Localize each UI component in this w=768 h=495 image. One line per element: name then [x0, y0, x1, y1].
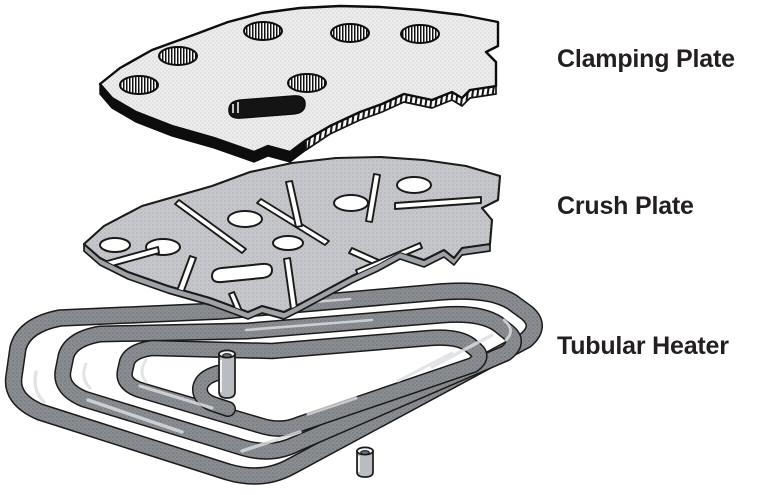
crush-slit: [174, 199, 247, 254]
heater-loop-middle: [54, 305, 522, 460]
terminal-lower-body: [356, 450, 374, 478]
crush-slit: [394, 196, 482, 210]
heater-tube-outer-body: [6, 283, 542, 484]
crush-hole: [227, 210, 263, 228]
heater-highlights: [33, 297, 512, 453]
crush-slit: [365, 173, 381, 223]
crush-hole: [396, 176, 432, 194]
clamping-hole: [119, 75, 159, 95]
label-tubular-heater: Tubular Heater: [557, 332, 729, 360]
clamping-hole: [243, 21, 283, 41]
crush-slit: [285, 180, 303, 228]
terminal-upper-body: [218, 353, 236, 399]
clamping-plate-slot: [228, 95, 306, 119]
clamping-hole: [158, 46, 198, 66]
crush-plate-slot: [210, 262, 274, 284]
heater-loop-return: [191, 364, 236, 417]
crush-hole: [333, 194, 369, 212]
heater-loop-inner: [116, 329, 488, 437]
heater-tube-inner-body: [117, 330, 487, 436]
crush-slit: [228, 291, 251, 312]
heater-loop-outer: [4, 282, 543, 485]
clamping-hole: [400, 24, 440, 44]
terminal-upper: [218, 349, 236, 399]
terminal-lower-bore: [360, 450, 370, 455]
clamping-plate-component: [98, 4, 500, 163]
crush-slit: [256, 198, 330, 246]
heater-tube-middle-body: [55, 307, 521, 459]
heater-return-body: [193, 365, 235, 416]
tubular-heater-component: [4, 282, 543, 485]
clamping-plate-features: [119, 21, 440, 119]
clamping-hole: [330, 23, 370, 43]
crush-hole: [272, 235, 304, 251]
terminal-lower: [356, 446, 374, 478]
crush-hole: [99, 237, 131, 253]
clamping-plate-slot-hatch: [232, 102, 239, 113]
label-crush-plate: Crush Plate: [557, 192, 694, 220]
terminal-upper-bore: [222, 353, 232, 358]
label-clamping-plate: Clamping Plate: [557, 45, 735, 73]
clamping-hole: [287, 73, 327, 93]
